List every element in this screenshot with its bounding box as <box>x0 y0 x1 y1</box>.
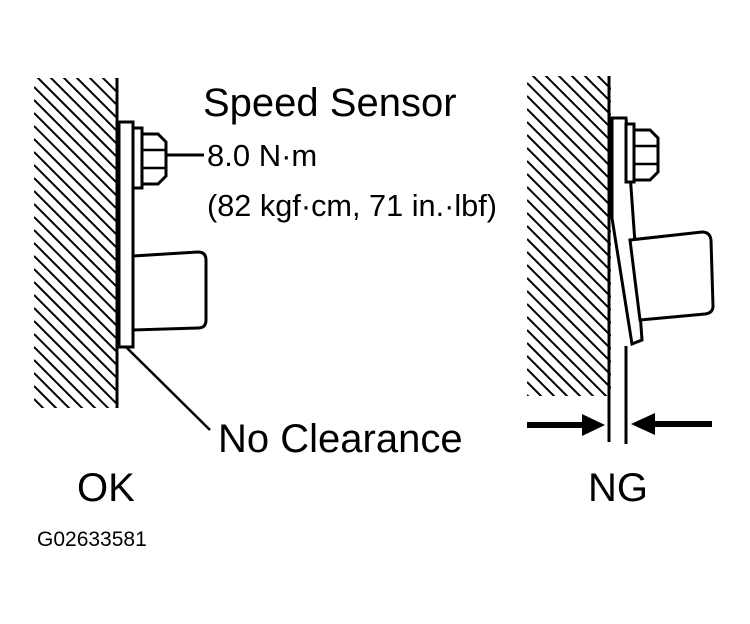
hatch-line <box>527 108 611 194</box>
hatch-line <box>527 342 582 396</box>
hatch-line <box>34 333 110 408</box>
hatch-line <box>527 368 556 396</box>
hatch-line <box>34 99 116 183</box>
hatch-line <box>527 238 611 324</box>
hatch-line <box>609 76 611 77</box>
hatch-line <box>527 95 611 181</box>
speed-sensor-label: Speed Sensor <box>203 81 457 125</box>
hatch-line <box>34 359 84 408</box>
hatch-line <box>34 320 116 404</box>
hatch-line <box>34 190 116 274</box>
gap-arrow-left <box>527 414 605 436</box>
hatch-line <box>527 134 611 220</box>
hatch-line <box>557 76 611 129</box>
hatch-line <box>527 82 611 168</box>
hatch-line <box>34 164 116 248</box>
clearance-leader-line <box>124 345 211 431</box>
hatch-line <box>62 78 116 131</box>
hatch-line <box>583 76 611 103</box>
hatch-line <box>34 346 97 408</box>
sensor-body-right <box>628 230 715 322</box>
hatch-line <box>34 177 116 261</box>
ok-label: OK <box>77 466 135 510</box>
figure-id-label: G02633581 <box>37 528 147 551</box>
torque-primary-label: 8.0 N·m <box>207 138 317 173</box>
hatch-line <box>75 78 116 118</box>
hatch-line <box>88 78 116 105</box>
hatch-line <box>531 76 611 155</box>
hatch-line <box>544 76 611 142</box>
sensor-body-left <box>131 250 208 332</box>
hatch-line <box>527 251 611 337</box>
mounting-surface-hatching-right <box>527 76 611 396</box>
hatch-line <box>527 147 611 233</box>
hatch-line <box>527 316 608 396</box>
hatch-line <box>36 78 116 157</box>
hatch-line <box>34 138 116 222</box>
hatch-line <box>527 303 611 389</box>
hatch-line <box>527 212 611 298</box>
ng-label: NG <box>588 466 648 510</box>
hatch-line <box>34 203 116 287</box>
torque-secondary-label: (82 kgf·cm, 71 in.·lbf) <box>207 188 497 223</box>
hatch-line <box>34 268 116 352</box>
hatch-line <box>34 151 116 235</box>
hatch-line <box>34 86 116 170</box>
hatch-line <box>34 307 116 391</box>
hatch-line <box>527 329 595 396</box>
hatch-line <box>34 125 116 209</box>
bolt-left <box>131 126 204 190</box>
hatch-line <box>527 173 611 259</box>
hatch-line <box>527 264 611 350</box>
hatch-line <box>34 385 58 408</box>
hatch-line <box>527 277 611 363</box>
sensor-flange-left <box>117 120 135 349</box>
hatch-line <box>34 255 116 339</box>
hatch-line <box>527 160 611 246</box>
hatch-line <box>527 225 611 311</box>
hatch-line <box>527 199 611 285</box>
hatch-line <box>34 112 116 196</box>
hatch-line <box>101 78 116 92</box>
mounting-surface-hatching-left <box>34 78 116 408</box>
no-clearance-label: No Clearance <box>218 417 463 461</box>
bolt-right <box>624 122 660 184</box>
hatch-line <box>34 229 116 313</box>
hatch-line <box>596 76 611 90</box>
hatch-line <box>34 242 116 326</box>
hatch-line <box>34 216 116 300</box>
hatch-line <box>527 186 611 272</box>
hatch-line <box>34 294 116 378</box>
hatch-line <box>527 355 569 396</box>
hatch-line <box>114 78 116 79</box>
hatch-line <box>49 78 116 144</box>
hatch-line <box>34 281 116 365</box>
hatch-line <box>34 372 71 408</box>
ng-installation-view <box>527 76 715 444</box>
hatch-line <box>527 121 611 207</box>
gap-arrow-right <box>631 413 712 435</box>
ok-installation-view <box>34 78 211 431</box>
hatch-line <box>527 290 611 376</box>
hatch-line <box>570 76 611 116</box>
